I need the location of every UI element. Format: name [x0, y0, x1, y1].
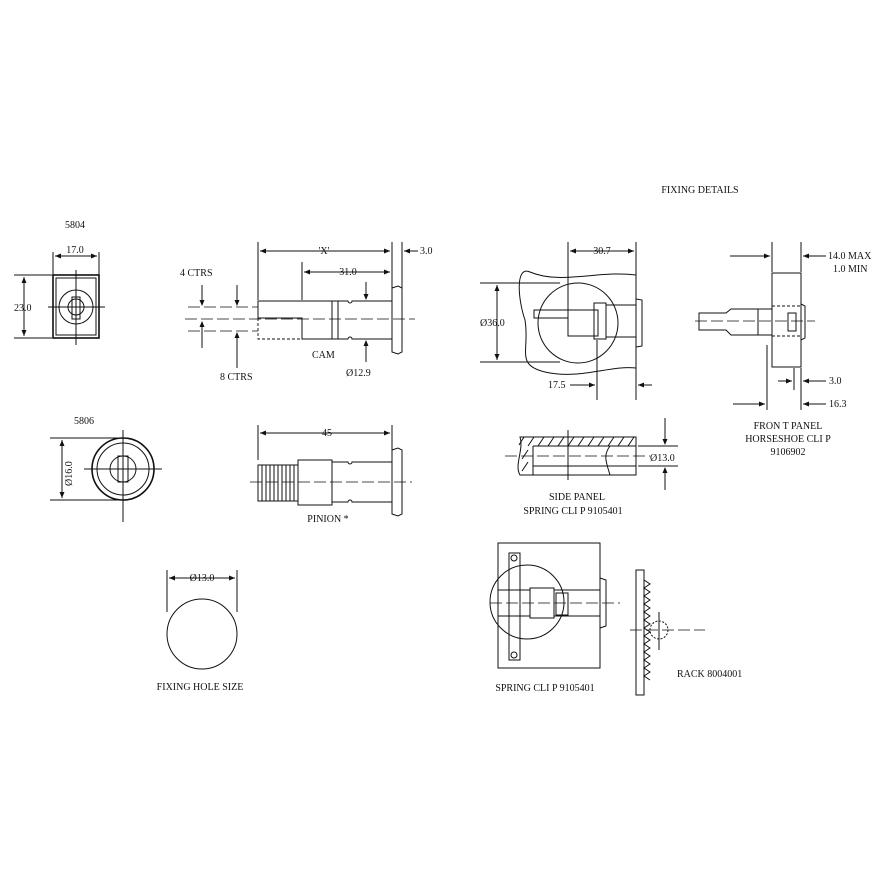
dim-dia-12-9: Ø12.9 — [346, 368, 371, 379]
spring-clip-view: SPRING CLI P 9105401 — [489, 542, 620, 694]
label-pinion: PINION * — [307, 514, 348, 525]
dim-dia-13-side: Ø13.0 — [650, 453, 675, 464]
label-spring-clip: SPRING CLI P 9105401 — [495, 683, 594, 694]
label-4-ctrs: 4 CTRS — [180, 268, 213, 279]
side-panel-view: Ø13.0 SIDE PANEL SPRING CLI P 9105401 — [505, 418, 678, 517]
cam-view: 'X' 3.0 31.0 4 CTRS 8 CTRS CAM Ø12.9 — [180, 242, 433, 383]
front-panel-line2: HORSESHOE CLI P — [745, 434, 831, 445]
dim-3-panel: 3.0 — [829, 376, 842, 387]
side-panel-line1: SIDE PANEL — [549, 492, 605, 503]
dim-30-7: 30.7 — [593, 246, 611, 257]
front-panel-line3: 9106902 — [771, 447, 806, 458]
label-rack: RACK 8004001 — [677, 669, 742, 680]
dim-dia-36: Ø36.0 — [480, 318, 505, 329]
label-5804: 5804 — [65, 220, 85, 231]
dim-x: 'X' — [319, 246, 330, 257]
front-panel-view: 14.0 MAX 1.0 MIN 3.0 16.3 FRON T PANEL H… — [695, 242, 872, 458]
dim-1-min: 1.0 MIN — [833, 264, 867, 275]
label-fixing-hole: FIXING HOLE SIZE — [157, 682, 244, 693]
pinion-view: 45 PINION * — [250, 425, 412, 525]
title: FIXING DETAILS — [661, 185, 738, 196]
front-panel-line1: FRON T PANEL — [754, 421, 823, 432]
dim-17-5: 17.5 — [548, 380, 566, 391]
dim-width: 17.0 — [66, 245, 84, 256]
dim-dia-16: Ø16.0 — [64, 461, 75, 486]
side-panel-line2: SPRING CLI P 9105401 — [523, 506, 622, 517]
label-8-ctrs: 8 CTRS — [220, 372, 253, 383]
dim-14-max: 14.0 MAX — [828, 251, 872, 262]
dim-3: 3.0 — [420, 246, 433, 257]
dim-45: 45 — [322, 428, 332, 439]
rack-view: RACK 8004001 — [630, 569, 742, 696]
label-cam: CAM — [312, 350, 335, 361]
dim-31: 31.0 — [339, 267, 357, 278]
label-5806: 5806 — [74, 416, 94, 427]
fixing-hole: Ø13.0 FIXING HOLE SIZE — [157, 570, 244, 693]
dim-dia-13: Ø13.0 — [190, 573, 215, 584]
fixing-view: 30.7 Ø36.0 17.5 — [480, 242, 652, 400]
view-5804: 5804 17.0 23.0 — [14, 220, 105, 345]
view-5806: 5806 Ø16.0 — [50, 416, 162, 522]
dim-height: 23.0 — [14, 303, 32, 314]
dim-16-3: 16.3 — [829, 399, 847, 410]
